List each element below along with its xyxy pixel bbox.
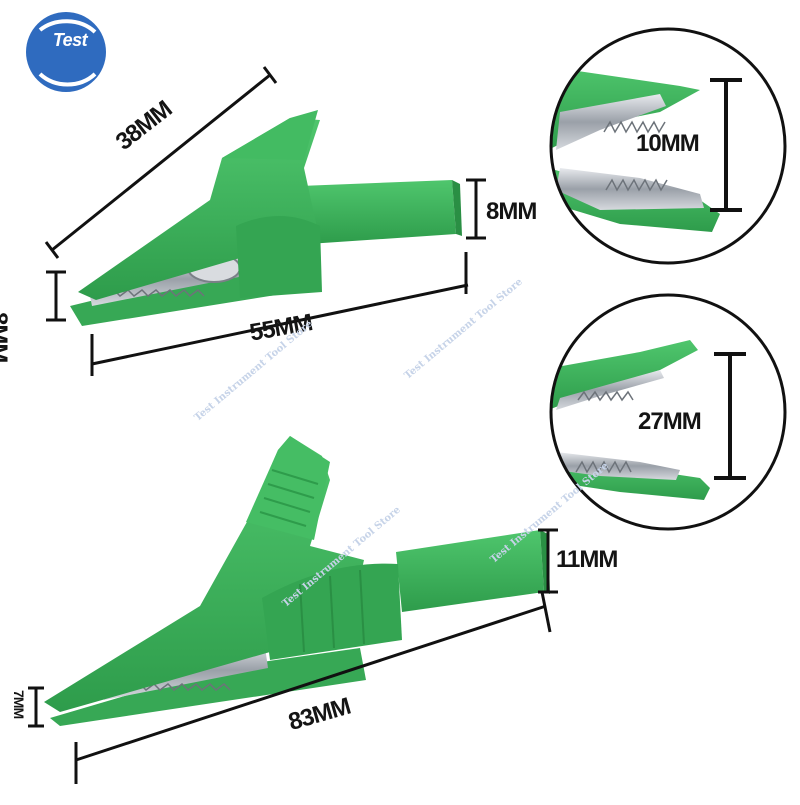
brand-logo: [26, 12, 106, 92]
small-clip-dimension-lines: [44, 66, 486, 376]
dimension-label-8mm-left: 8MM: [0, 312, 12, 363]
dimension-label-27mm: 27MM: [638, 408, 702, 435]
large-clip: [44, 436, 550, 726]
small-clip: [70, 110, 462, 326]
detail-circle-small-jaw: [549, 27, 787, 265]
detail-circle-large-jaw: [549, 293, 787, 531]
dimension-label-8mm-right: 8MM: [486, 198, 537, 225]
large-clip-dimension-lines: [28, 528, 558, 784]
dimension-label-7mm: 7MM: [11, 690, 27, 719]
dimension-label-11mm: 11MM: [556, 546, 618, 573]
logo-text: Test: [52, 30, 88, 50]
dimension-label-10mm: 10MM: [636, 130, 700, 157]
logo-circle: [26, 12, 106, 92]
